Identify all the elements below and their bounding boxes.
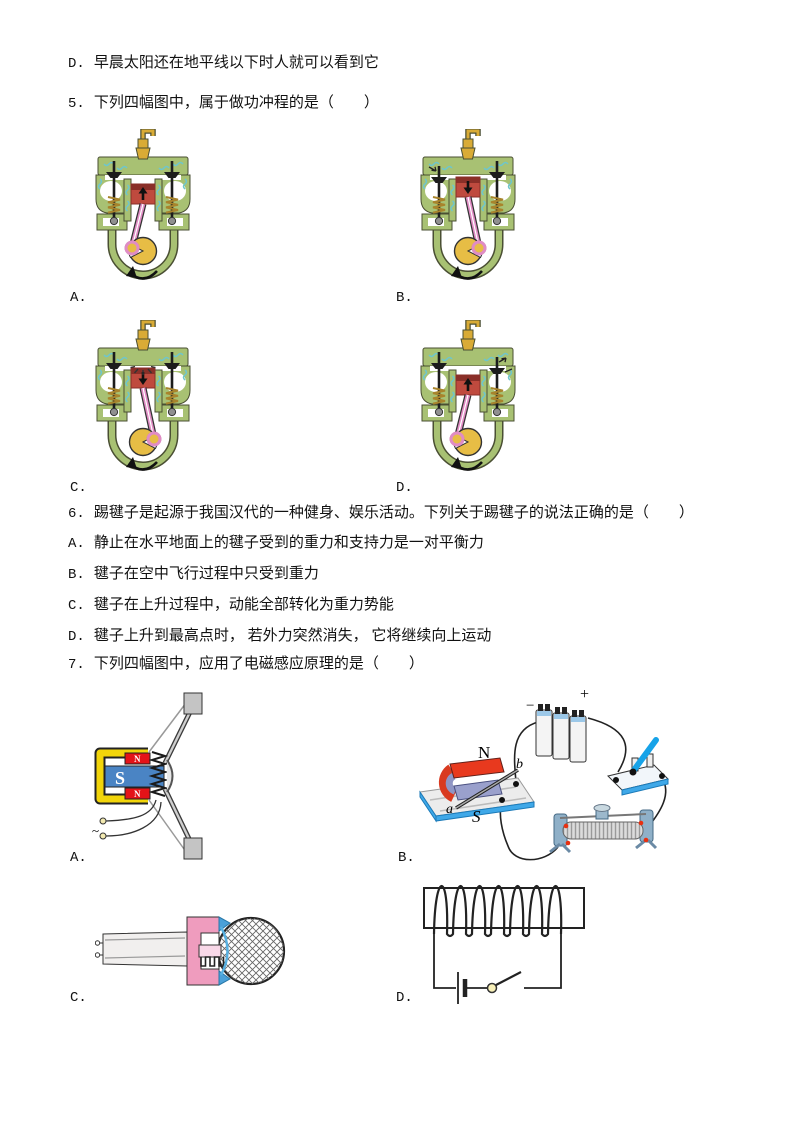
figure-label-q7-c: C. — [70, 990, 87, 1006]
q6-option-d: D. 毽子上升到最高点时， 若外力突然消失， 它将继续向上运动 — [68, 629, 491, 645]
windscreen-ball — [216, 916, 286, 986]
q6-option-b: B. 毽子在空中飞行过程中只受到重力 — [68, 567, 319, 583]
speaker-magnet-frame: S N N — [94, 747, 165, 805]
dust-cap — [166, 759, 174, 793]
ac-source-symbol: ~ — [92, 823, 99, 838]
mic-magnet — [186, 916, 222, 986]
figure-label-q5-a: A. — [70, 290, 87, 306]
battery-minus-label: − — [526, 698, 534, 714]
spark-plug — [462, 329, 474, 340]
figure-label-q5-b: B. — [396, 290, 413, 306]
engine-figure-c — [95, 319, 191, 491]
question-number: 6. — [68, 506, 85, 522]
exhaust-flow-arrow — [498, 357, 513, 373]
spark-plug — [137, 138, 149, 149]
s-pole-label: S — [115, 768, 125, 788]
speaker-basket — [148, 698, 190, 857]
electromagnet-circuit-figure — [418, 876, 598, 1011]
option-text: 毽子在空中飞行过程中只受到重力 — [93, 566, 319, 582]
figure-label-q5-d: D. — [396, 480, 413, 496]
option-letter: C. — [68, 598, 85, 614]
battery-plus-label: + — [580, 686, 589, 703]
question-5-stem: 5. 下列四幅图中，属于做功冲程的是（ ） — [68, 96, 379, 112]
engine-figure-a — [95, 128, 191, 300]
rod-end-b-label: b — [516, 757, 523, 772]
question-7-stem: 7. 下列四幅图中，应用了电磁感应原理的是（ ） — [68, 657, 424, 673]
n-pole-label: N — [478, 743, 490, 762]
prev-option-d: D. 早晨太阳还在地平线以下时人就可以看到它 — [68, 56, 379, 72]
solenoid-winding — [432, 884, 563, 938]
spark — [130, 365, 156, 375]
figure-label-q5-c: C. — [70, 480, 87, 496]
battery-pack — [535, 704, 587, 763]
voice-coil — [148, 751, 169, 797]
n-pole-bottom-label: N — [134, 789, 141, 799]
conductor-rod — [455, 768, 519, 810]
question-6-stem: 6. 踢毽子是起源于我国汉代的一种健身、娱乐活动。下列关于踢毽子的说法正确的是（ … — [68, 506, 694, 522]
figure-label-q7-a: A. — [70, 850, 87, 866]
option-letter: B. — [68, 567, 85, 583]
question-text: 下列四幅图中，属于做功冲程的是（ ） — [93, 95, 379, 111]
knife-switch — [607, 737, 669, 796]
diaphragm — [218, 916, 231, 986]
circuit — [433, 934, 562, 989]
engine-figure-d — [420, 319, 516, 491]
microphone-figure — [94, 903, 295, 1008]
question-number: 7. — [68, 657, 85, 673]
spark-plug — [462, 138, 474, 149]
q6-option-a: A. 静止在水平地面上的毽子受到的重力和支持力是一对平衡力 — [68, 536, 484, 552]
signal-wires: ~ — [92, 799, 162, 840]
open-switch — [486, 971, 522, 994]
engine-figure-b — [420, 128, 516, 300]
option-text: 毽子在上升过程中，动能全部转化为重力势能 — [93, 597, 394, 613]
option-letter: D. — [68, 56, 85, 72]
option-text: 毽子上升到最高点时， 若外力突然消失， 它将继续向上运动 — [93, 628, 492, 644]
option-text: 静止在水平地面上的毽子受到的重力和支持力是一对平衡力 — [93, 535, 484, 551]
conductor-force-figure: N S a b − + — [398, 680, 693, 870]
n-pole-top-label: N — [134, 754, 141, 764]
q6-option-c: C. 毽子在上升过程中，动能全部转化为重力势能 — [68, 598, 394, 614]
spark-plug — [137, 329, 149, 340]
figure-label-q7-d: D. — [396, 990, 413, 1006]
question-text: 踢毽子是起源于我国汉代的一种健身、娱乐活动。下列关于踢毽子的说法正确的是（ ） — [93, 505, 694, 521]
option-text: 早晨太阳还在地平线以下时人就可以看到它 — [93, 55, 379, 71]
figure-label-q7-b: B. — [398, 850, 415, 866]
mic-coil — [200, 956, 225, 967]
slide-rheostat — [549, 804, 658, 854]
rod-end-a-label: a — [446, 802, 453, 817]
option-letter: A. — [68, 536, 85, 552]
question-number: 5. — [68, 96, 85, 112]
u-magnet — [438, 757, 505, 802]
mic-handle — [94, 931, 188, 967]
speaker-cone — [162, 692, 203, 860]
s-pole-label: S — [472, 807, 481, 826]
battery-cell — [457, 972, 468, 1004]
intake-flow-arrow — [428, 166, 437, 172]
loudspeaker-figure: S N N ~ — [72, 690, 207, 870]
question-text: 下列四幅图中，应用了电磁感应原理的是（ ） — [93, 656, 424, 672]
option-letter: D. — [68, 629, 85, 645]
